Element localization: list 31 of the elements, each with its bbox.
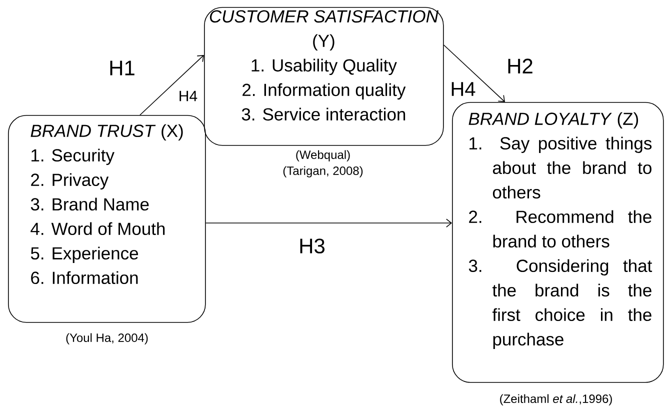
edge-label: H1 xyxy=(110,60,134,76)
arrow xyxy=(140,55,204,116)
box-text: 1. Usability Quality xyxy=(252,58,397,76)
citation: (Tarigan, 2008) xyxy=(283,166,363,178)
list-item: 4. Word of Mouth xyxy=(30,222,165,236)
hypothesis-label: H4 xyxy=(180,90,198,102)
list-item: 3. Considering that the brand is the first choice in the purchase xyxy=(468,259,652,350)
edge-label: H2 xyxy=(508,58,532,74)
hypothesis-label: H4 xyxy=(452,82,476,96)
rounded-box xyxy=(204,7,444,146)
box-text: 3. Service interaction xyxy=(242,108,406,121)
list-item: 1. Security xyxy=(32,148,114,166)
list-item: 6. Information xyxy=(31,271,138,284)
citation: (Youl Ha, 2004) xyxy=(66,333,148,344)
citation: (Zeithaml et al.,1996) xyxy=(500,394,612,406)
box-text: (Y) xyxy=(313,34,334,51)
list-item: 2. Privacy xyxy=(31,173,109,190)
box-text: CUSTOMER SATISFACTION xyxy=(210,10,438,23)
arrow xyxy=(443,44,505,102)
edge-label: H3 xyxy=(300,238,324,254)
box-text: 2. Information quality xyxy=(242,83,406,100)
rounded-box xyxy=(8,115,206,323)
list-item: 5. Experience xyxy=(30,246,138,264)
list-item: 3. Brand Name xyxy=(30,198,149,211)
box-heading: BRAND TRUST (X) xyxy=(30,124,183,140)
citation: (Webqual) xyxy=(296,150,350,162)
arrow xyxy=(205,218,452,228)
rounded-box xyxy=(452,102,664,383)
box-heading: BRAND LOYALTY (Z) xyxy=(468,112,638,128)
list-item: 2. Recommend the brand to others xyxy=(469,210,652,248)
list-item: 1. Say positive things about the brand to others xyxy=(470,136,652,199)
